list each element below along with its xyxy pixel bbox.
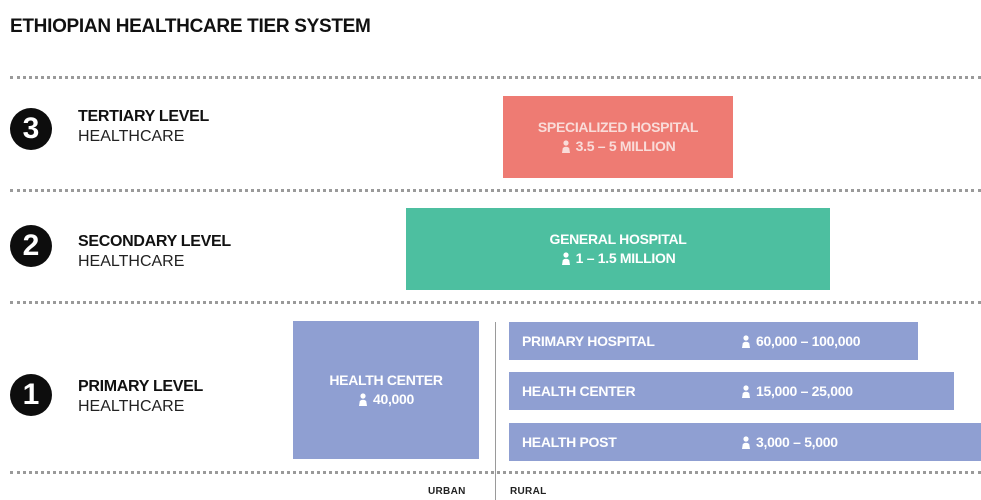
level-subtitle: HEALTHCARE	[78, 398, 185, 415]
level-3-badge: 3	[10, 108, 52, 150]
population-value: 40,000	[372, 391, 415, 407]
divider	[10, 76, 981, 79]
facility-name: PRIMARY HOSPITAL	[522, 333, 655, 349]
urban-rural-separator	[495, 322, 496, 500]
population-value: 1 – 1.5 MILLION	[575, 250, 676, 266]
facility-population: 3.5 – 5 MILLION	[561, 137, 676, 156]
rural-primary-hospital-row: PRIMARY HOSPITAL 60,000 – 100,000	[509, 322, 918, 360]
facility-name: HEALTH CENTER	[329, 372, 443, 388]
person-icon	[742, 384, 750, 398]
level-title: PRIMARY LEVEL	[78, 378, 204, 395]
divider	[10, 301, 981, 304]
level-subtitle: HEALTHCARE	[78, 128, 185, 145]
facility-population: 60,000 – 100,000	[741, 333, 861, 349]
level-title: TERTIARY LEVEL	[78, 108, 209, 125]
tertiary-level-label: TERTIARY LEVEL HEALTHCARE	[78, 107, 209, 147]
level-2-badge: 2	[10, 225, 52, 267]
person-icon	[561, 252, 570, 265]
facility-name: HEALTH POST	[522, 434, 617, 450]
urban-label: URBAN	[428, 486, 466, 497]
level-1-badge: 1	[10, 374, 52, 416]
rural-label: RURAL	[510, 486, 547, 497]
divider	[10, 189, 981, 192]
facility-name: SPECIALIZED HOSPITAL	[537, 119, 699, 135]
population-value: 15,000 – 25,000	[756, 383, 853, 399]
specialized-hospital-box: SPECIALIZED HOSPITAL 3.5 – 5 MILLION	[503, 96, 733, 178]
facility-population: 1 – 1.5 MILLION	[561, 249, 676, 268]
facility-population: 3,000 – 5,000	[741, 434, 838, 450]
urban-health-center-box: HEALTH CENTER 40,000	[293, 321, 479, 459]
general-hospital-box: GENERAL HOSPITAL 1 – 1.5 MILLION	[406, 208, 830, 290]
rural-health-center-row: HEALTH CENTER 15,000 – 25,000	[509, 372, 954, 410]
primary-level-label: PRIMARY LEVEL HEALTHCARE	[78, 377, 203, 417]
facility-name: HEALTH CENTER	[522, 383, 636, 399]
level-subtitle: HEALTHCARE	[78, 253, 185, 270]
facility-population: 40,000	[358, 390, 414, 409]
secondary-level-label: SECONDARY LEVEL HEALTHCARE	[78, 232, 231, 272]
level-title: SECONDARY LEVEL	[78, 233, 231, 250]
population-value: 3.5 – 5 MILLION	[575, 138, 676, 154]
page-title: ETHIOPIAN HEALTHCARE TIER SYSTEM	[10, 16, 371, 37]
facility-population: 15,000 – 25,000	[741, 383, 853, 399]
population-value: 60,000 – 100,000	[756, 333, 861, 349]
population-value: 3,000 – 5,000	[756, 434, 838, 450]
person-icon	[561, 140, 570, 153]
rural-health-post-row: HEALTH POST 3,000 – 5,000	[509, 423, 981, 461]
person-icon	[742, 334, 750, 348]
facility-name: GENERAL HOSPITAL	[549, 231, 687, 247]
person-icon	[358, 393, 367, 406]
person-icon	[742, 435, 750, 449]
